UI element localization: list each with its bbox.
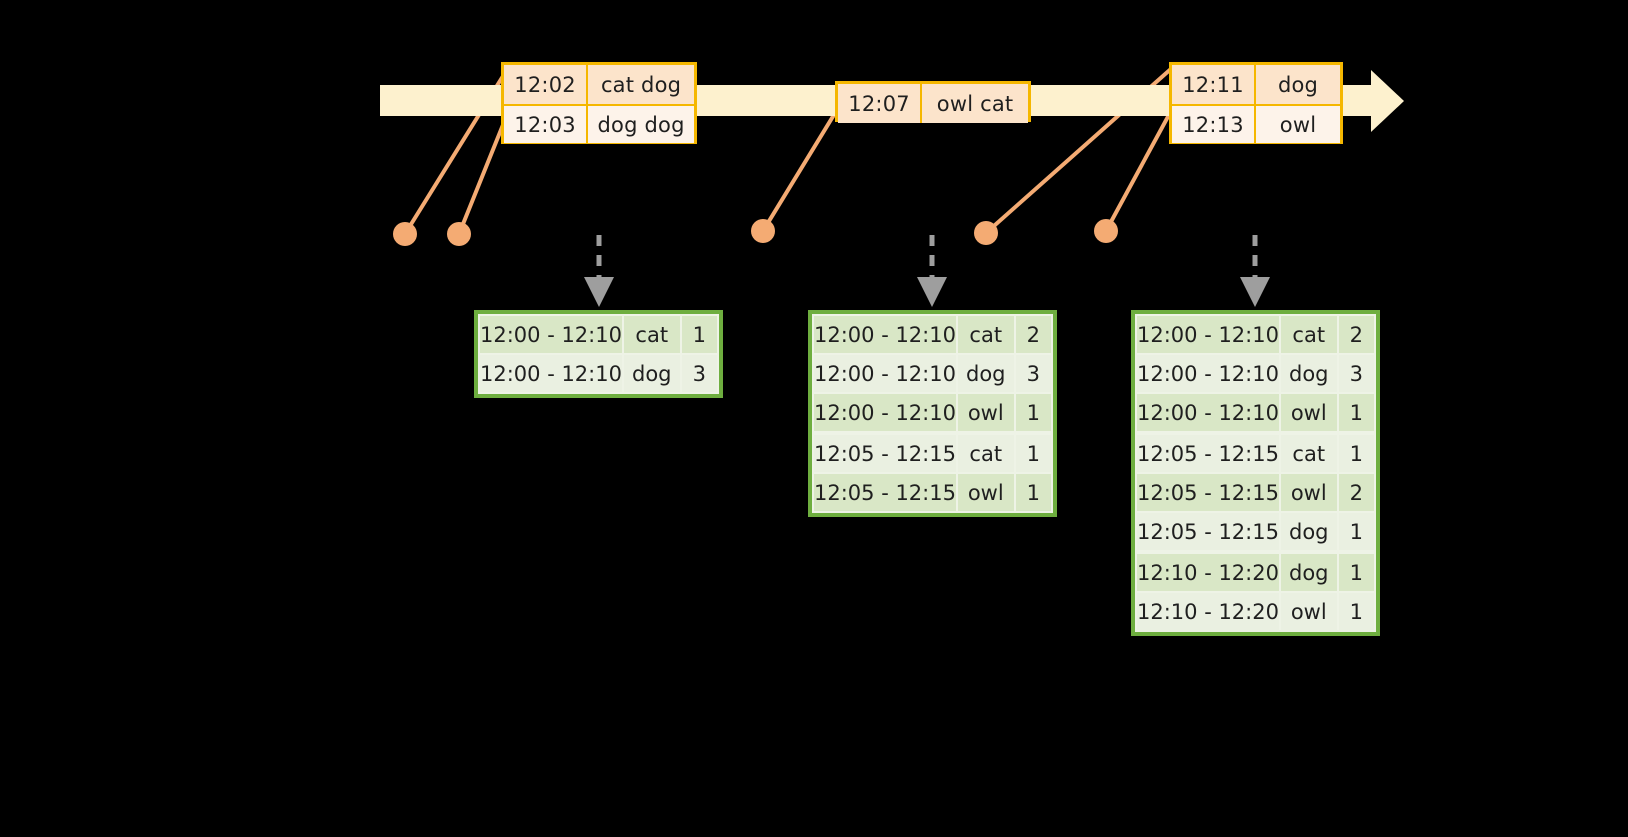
event-row: 12:02 cat dog bbox=[504, 65, 694, 104]
event-time: 12:13 bbox=[1172, 106, 1257, 143]
event-time: 12:11 bbox=[1172, 65, 1257, 104]
cell-count: 1 bbox=[1338, 554, 1374, 591]
cell-window: 12:00 - 12:10 bbox=[814, 316, 956, 353]
cell-window: 12:00 - 12:10 bbox=[1137, 316, 1279, 353]
cell-key: dog bbox=[1280, 355, 1337, 392]
cell-count: 1 bbox=[1015, 394, 1051, 431]
cell-key: owl bbox=[957, 474, 1014, 511]
cell-key: owl bbox=[1280, 474, 1337, 511]
cell-window: 12:00 - 12:10 bbox=[1137, 394, 1279, 431]
event-time: 12:03 bbox=[504, 106, 589, 143]
event-row: 12:03 dog dog bbox=[504, 104, 694, 143]
cell-window: 12:00 - 12:10 bbox=[480, 316, 622, 353]
event-time: 12:02 bbox=[504, 65, 589, 104]
cell-count: 1 bbox=[681, 316, 717, 353]
event-value: cat dog bbox=[588, 65, 694, 104]
cell-key: owl bbox=[957, 394, 1014, 431]
event-value: owl bbox=[1256, 106, 1340, 143]
event-row: 12:11 dog bbox=[1172, 65, 1340, 104]
event-box-3[interactable]: 12:11 dog 12:13 owl bbox=[1169, 62, 1343, 144]
cell-count: 1 bbox=[1338, 394, 1374, 431]
cell-window: 12:05 - 12:15 bbox=[1137, 474, 1279, 511]
cell-count: 3 bbox=[681, 355, 717, 392]
cell-key: dog bbox=[957, 355, 1014, 392]
cell-key: cat bbox=[957, 316, 1014, 353]
connector-line-5 bbox=[1104, 98, 1179, 233]
cell-key: cat bbox=[623, 316, 680, 353]
event-row: 12:07 owl cat bbox=[838, 84, 1028, 123]
cell-count: 1 bbox=[1338, 513, 1374, 550]
cell-window: 12:05 - 12:15 bbox=[814, 474, 956, 511]
event-value: dog bbox=[1256, 65, 1340, 104]
cell-key: dog bbox=[1280, 513, 1337, 550]
cell-window: 12:10 - 12:20 bbox=[1137, 554, 1279, 591]
source-dot-1 bbox=[393, 222, 417, 246]
cell-count: 3 bbox=[1338, 355, 1374, 392]
cell-window: 12:00 - 12:10 bbox=[814, 355, 956, 392]
cell-count: 1 bbox=[1015, 435, 1051, 472]
cell-count: 3 bbox=[1015, 355, 1051, 392]
event-box-2[interactable]: 12:07 owl cat bbox=[835, 81, 1031, 123]
cell-window: 12:05 - 12:15 bbox=[1137, 435, 1279, 472]
cell-key: dog bbox=[1280, 554, 1337, 591]
cell-window: 12:00 - 12:10 bbox=[1137, 355, 1279, 392]
source-dot-5 bbox=[1094, 219, 1118, 243]
timeline-arrow-icon bbox=[1371, 70, 1404, 132]
cell-key: cat bbox=[957, 435, 1014, 472]
source-dot-2 bbox=[447, 222, 471, 246]
event-value: owl cat bbox=[922, 84, 1028, 123]
cell-window: 12:05 - 12:15 bbox=[1137, 513, 1279, 550]
source-dot-3 bbox=[751, 219, 775, 243]
event-box-1[interactable]: 12:02 cat dog 12:03 dog dog bbox=[501, 62, 697, 144]
event-row: 12:13 owl bbox=[1172, 104, 1340, 143]
connector-line-3 bbox=[761, 98, 845, 233]
cell-window: 12:10 - 12:20 bbox=[1137, 593, 1279, 630]
cell-count: 1 bbox=[1338, 435, 1374, 472]
cell-window: 12:00 - 12:10 bbox=[480, 355, 622, 392]
cell-key: cat bbox=[1280, 316, 1337, 353]
source-dot-4 bbox=[974, 221, 998, 245]
cell-count: 2 bbox=[1338, 474, 1374, 511]
cell-count: 1 bbox=[1338, 593, 1374, 630]
event-time: 12:07 bbox=[838, 84, 923, 123]
event-value: dog dog bbox=[588, 106, 694, 143]
cell-window: 12:05 - 12:15 bbox=[814, 435, 956, 472]
cell-count: 1 bbox=[1015, 474, 1051, 511]
cell-key: cat bbox=[1280, 435, 1337, 472]
cell-window: 12:00 - 12:10 bbox=[814, 394, 956, 431]
cell-key: dog bbox=[623, 355, 680, 392]
cell-count: 2 bbox=[1338, 316, 1374, 353]
window-emit-arrows bbox=[584, 235, 1270, 307]
cell-key: owl bbox=[1280, 394, 1337, 431]
cell-count: 2 bbox=[1015, 316, 1051, 353]
cell-key: owl bbox=[1280, 593, 1337, 630]
